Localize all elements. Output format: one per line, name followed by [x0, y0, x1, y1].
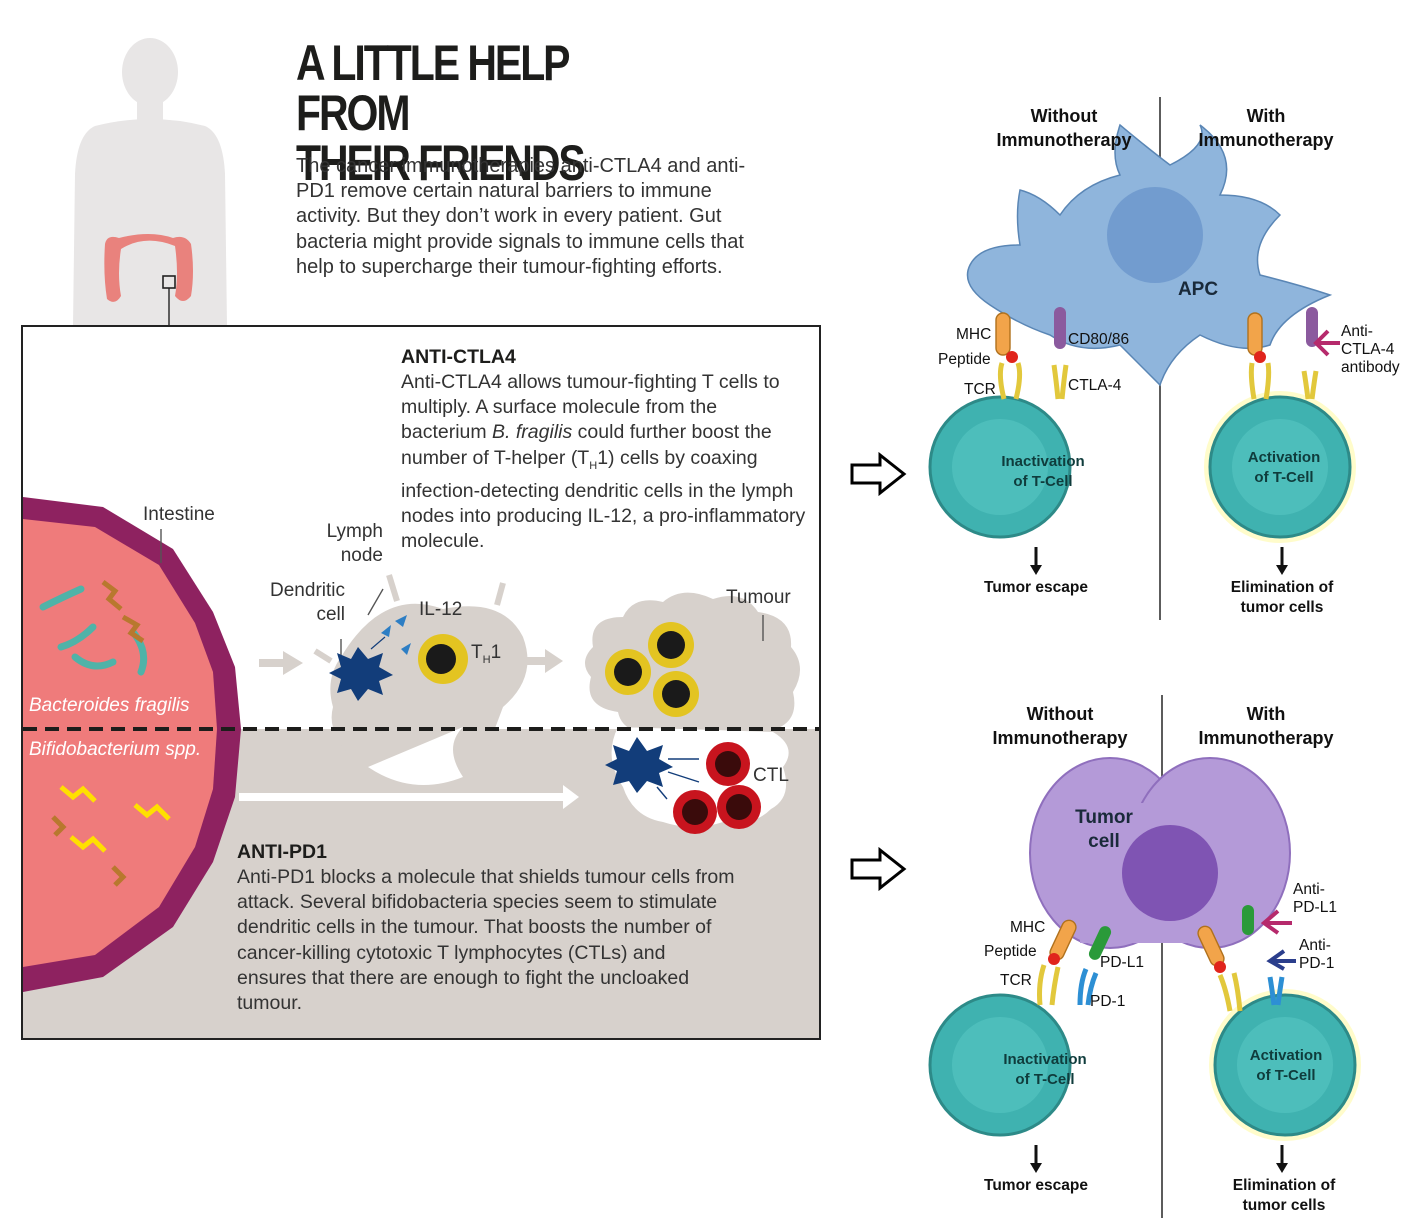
- ctla4-inact-1: Inactivation: [1001, 453, 1085, 470]
- pd1-inact-2: of T-Cell: [1015, 1071, 1075, 1088]
- page-title: A LITTLE HELP FROM THEIR FRIENDS: [296, 38, 640, 188]
- ctla4-mhc-label: MHC: [956, 326, 992, 343]
- th1-one: 1: [490, 642, 502, 663]
- pdl1-label: PD-L1: [1100, 954, 1144, 971]
- tumour-label: Tumour: [726, 587, 791, 608]
- intestine-lumen: [23, 519, 217, 967]
- anti-pd1-1: Anti-: [1299, 937, 1331, 954]
- pd1-activation-label: Activation of T-Cell: [1236, 1046, 1336, 1086]
- ctla4-elim-2: tumor cells: [1240, 599, 1324, 616]
- lymph-node: [330, 603, 528, 783]
- human-silhouette-icon: [73, 38, 227, 326]
- pd1-receptor-label: PD-1: [1090, 993, 1126, 1010]
- ctla4-tcr-label: TCR: [964, 381, 996, 398]
- ctla4-receptor-label: CTLA-4: [1068, 377, 1122, 394]
- anti-ctla4-text-c: 1) cells by coaxing infection-detecting …: [401, 446, 806, 553]
- bifidobacterium-label: Bifidobacterium spp.: [29, 739, 202, 760]
- tumor-cell-label-2: cell: [1088, 831, 1120, 852]
- title-line-2: THEIR FRIENDS: [296, 135, 586, 191]
- pd1-tumor-escape: Tumor escape: [984, 1177, 1088, 1194]
- ctla4-inact-2: of T-Cell: [1013, 473, 1073, 490]
- pd1-diagram: [928, 695, 1361, 1218]
- ctla4-act-2: of T-Cell: [1254, 469, 1314, 486]
- tumor-cell-label-1: Tumor: [1075, 807, 1133, 828]
- ctla4-tumor-escape: Tumor escape: [984, 579, 1088, 596]
- anti-pdl1-1: Anti-: [1293, 881, 1325, 898]
- anti-ctla4-ab-1: Anti-: [1341, 323, 1373, 340]
- right-arrow-icon: [850, 452, 907, 496]
- anti-ctla4-species: B. fragilis: [492, 421, 573, 444]
- ctla4-peptide-label: Peptide: [938, 351, 991, 368]
- anti-pd1-label: Anti-PD-1: [1299, 937, 1334, 973]
- pd1-col-left-title: Without Immunotherapy: [992, 704, 1128, 748]
- bacteroides-label: Bacteroides fragilis: [29, 695, 190, 716]
- pd1-act-1: Activation: [1249, 1047, 1323, 1064]
- anti-pd1-text: Anti-PD1 blocks a molecule that shields …: [237, 866, 735, 1015]
- pd1-mhc-label: MHC: [1010, 919, 1046, 936]
- th1-t: T: [471, 642, 483, 663]
- intestine-label: Intestine: [143, 504, 215, 525]
- dendritic-label-2: cell: [316, 604, 345, 625]
- intro-paragraph: The cancer immunotherapies anti-CTLA4 an…: [296, 155, 746, 278]
- anti-ctla4-sub: H: [589, 459, 598, 472]
- lymph-node-label-1: Lymph: [326, 521, 383, 542]
- ctl-label: CTL: [753, 765, 789, 786]
- lymph-node-label-2: node: [340, 545, 383, 566]
- gut-illustration: [23, 497, 819, 1038]
- title-line-1: A LITTLE HELP FROM: [296, 35, 570, 141]
- anti-ctla4-text-b: could further boost the number of T-help…: [401, 421, 772, 469]
- tumor-cell-label: Tumor cell: [1068, 806, 1140, 854]
- pd1-col-right-title: With Immunotherapy: [1198, 704, 1334, 748]
- ctla4-col-left-title: Without Immunotherapy: [996, 106, 1132, 150]
- ctla4-diagram: [928, 97, 1356, 620]
- pd1-inact-1: Inactivation: [1003, 1051, 1087, 1068]
- dendritic-label-1: Dendritic: [270, 580, 345, 601]
- ctla4-col-right-title: With Immunotherapy: [1198, 106, 1334, 150]
- ctla4-act-1: Activation: [1247, 449, 1321, 466]
- pd1-act-2: of T-Cell: [1256, 1067, 1316, 1084]
- anti-pdl1-label: Anti-PD-L1: [1293, 881, 1337, 917]
- ctla4-inactivation-label: Inactivation of T-Cell: [990, 452, 1096, 492]
- anti-ctla4-text: Anti-CTLA4 allows tumour-fighting T cell…: [401, 370, 806, 554]
- cd80-label: CD80/86: [1068, 331, 1130, 348]
- right-arrow-icon: [850, 847, 907, 891]
- th1-label: TH1: [471, 641, 501, 672]
- pd1-elim-1: Elimination of: [1232, 1177, 1336, 1194]
- ctla4-elim-1: Elimination of: [1230, 579, 1334, 596]
- ctla4-activation-label: Activation of T-Cell: [1234, 448, 1334, 488]
- pd1-tcr-label: TCR: [1000, 972, 1032, 989]
- pd1-inactivation-label: Inactivation of T-Cell: [990, 1050, 1100, 1090]
- tumour-cluster: [584, 592, 801, 744]
- pd1-peptide-label: Peptide: [984, 943, 1037, 960]
- apc-label: APC: [1177, 279, 1219, 300]
- dendritic-cell-label: Dendritic cell: [249, 579, 345, 627]
- il12-label: IL-12: [419, 599, 463, 620]
- lymph-node-label: Lymph node: [317, 520, 383, 568]
- anti-ctla4-text-a: Anti-CTLA4 allows tumour-fighting T cell…: [401, 371, 780, 444]
- pd1-elimination: Elimination of tumor cells: [1214, 1176, 1354, 1216]
- anti-ctla4-ab-2: CTLA-4: [1341, 341, 1395, 358]
- ctla4-elimination: Elimination of tumor cells: [1212, 578, 1352, 618]
- th1-sub: H: [482, 653, 491, 666]
- gut-bacteria-panel: ANTI-CTLA4 Anti-CTLA4 allows tumour-figh…: [21, 325, 821, 1040]
- anti-pd1-2: PD-1: [1299, 955, 1335, 972]
- anti-ctla4-heading: ANTI-CTLA4: [401, 346, 516, 368]
- anti-ctla4-ab-3: antibody: [1341, 359, 1400, 376]
- anti-pd1-heading: ANTI-PD1: [237, 841, 327, 863]
- anti-pdl1-2: PD-L1: [1293, 899, 1337, 916]
- pd1-elim-2: tumor cells: [1242, 1197, 1326, 1214]
